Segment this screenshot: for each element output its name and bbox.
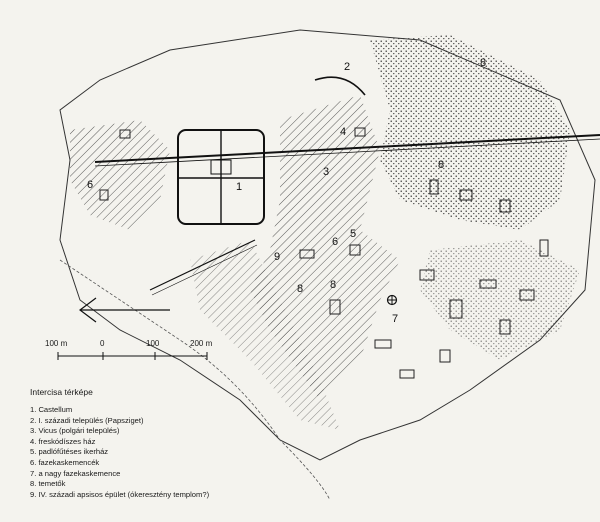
area-label-1: 1 bbox=[236, 181, 242, 193]
map-legend: Intercisa térképe 1. Castellum 2. I. szá… bbox=[30, 387, 330, 500]
area-label-6-west: 6 bbox=[87, 179, 93, 191]
legend-item: 2. I. századi település (Papsziget) bbox=[30, 415, 144, 425]
legend-item: 8. temetők bbox=[30, 479, 66, 489]
scale-label-100: 100 bbox=[146, 339, 160, 348]
area-label-2: 2 bbox=[344, 61, 350, 73]
legend-item: 1. Castellum bbox=[30, 405, 73, 414]
earthwork-curve bbox=[314, 76, 366, 96]
legend-item: 9. IV. századi apsisos épület (ókereszté… bbox=[30, 489, 210, 499]
southern-hatched-area bbox=[190, 240, 340, 430]
scale-bar bbox=[57, 352, 208, 360]
area-label-6: 6 bbox=[332, 236, 338, 248]
scale-label-200m: 200 m bbox=[190, 339, 213, 348]
legend-title: Intercisa térképe bbox=[30, 387, 93, 397]
arrow-left-icon bbox=[79, 297, 170, 323]
main-road bbox=[94, 134, 600, 163]
western-hatched-area bbox=[70, 120, 170, 230]
area-label-5: 5 bbox=[350, 228, 356, 240]
legend-list: 1. Castellum 2. I. századi település (Pa… bbox=[30, 405, 330, 500]
cemetery-dotted-area-east bbox=[420, 240, 580, 360]
area-label-8-center: 8 bbox=[330, 279, 336, 291]
area-label-3: 3 bbox=[323, 166, 329, 178]
area-label-7: 7 bbox=[392, 313, 398, 325]
scale-label-zero: 0 bbox=[100, 339, 105, 348]
legend-item: 6. fazekaskemencék bbox=[30, 457, 100, 467]
legend-item: 4. freskódíszes ház bbox=[30, 436, 96, 446]
area-label-4: 4 bbox=[340, 126, 346, 138]
legend-item: 5. padlófűtéses ikerház bbox=[30, 447, 109, 457]
scale-label-100m-left: 100 m bbox=[45, 339, 68, 348]
area-label-8-south: 8 bbox=[297, 283, 303, 295]
area-label-9: 9 bbox=[274, 251, 280, 263]
area-label-8-north: 8 bbox=[480, 57, 486, 69]
building-blocks bbox=[99, 127, 549, 379]
area-label-8-east: 8 bbox=[438, 159, 444, 171]
cemetery-dotted-area bbox=[370, 35, 570, 230]
southwest-road bbox=[149, 239, 256, 291]
shoreline bbox=[59, 259, 331, 501]
legend-item: 7. a nagy fazekaskemence bbox=[30, 468, 121, 478]
legend-item: 3. Vicus (polgári település) bbox=[30, 426, 120, 436]
